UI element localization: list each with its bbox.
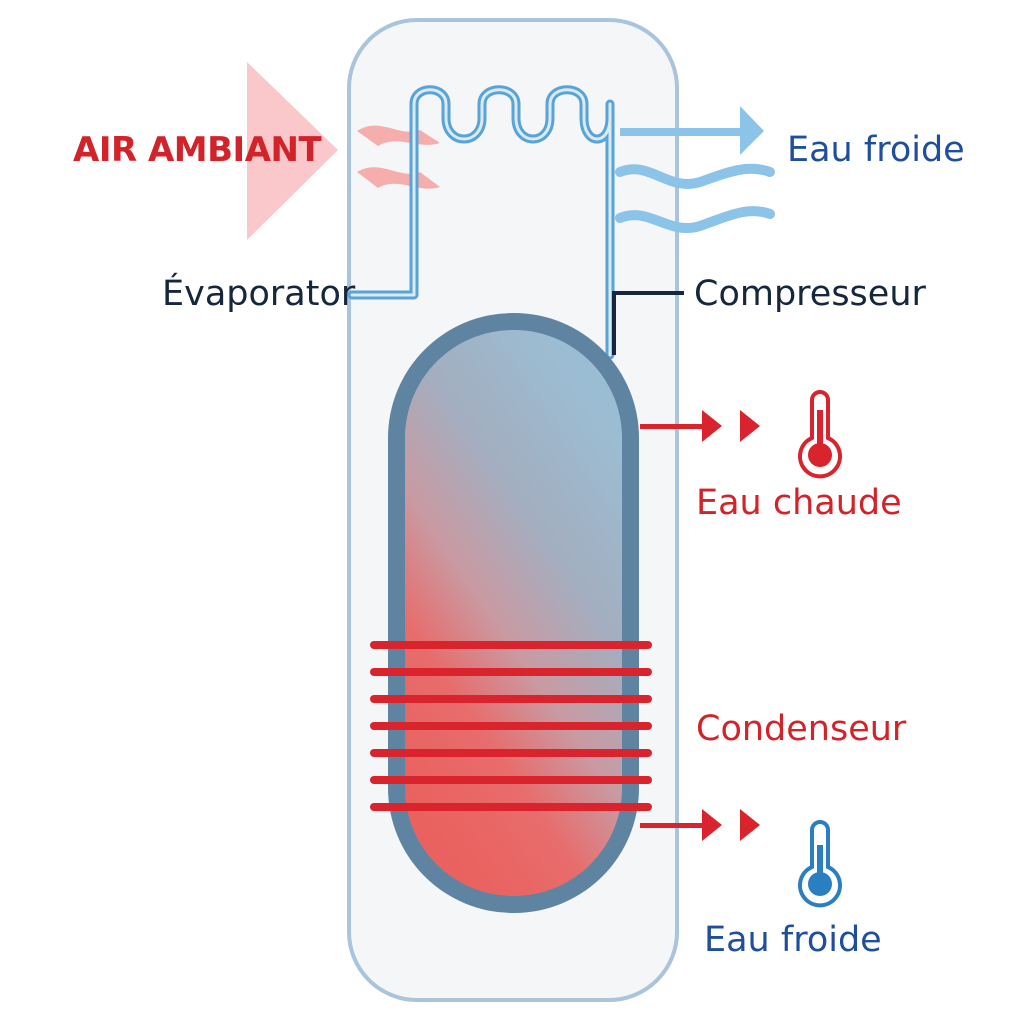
air-ambiant-label: AIR AMBIANT bbox=[73, 130, 322, 170]
hot-water-label: Eau chaude bbox=[696, 483, 902, 523]
compressor-label: Compresseur bbox=[694, 274, 926, 314]
condenser-coil bbox=[370, 641, 652, 811]
air-flow-arrow-icon bbox=[247, 62, 338, 240]
cold-water-inlet-label: Eau froide bbox=[704, 920, 882, 960]
compressor-leader-line bbox=[612, 291, 684, 355]
cold-water-wave-icon bbox=[615, 206, 775, 233]
hot-water-arrow-icon bbox=[640, 410, 760, 442]
air-wisp-icon bbox=[357, 125, 440, 146]
condenser-label: Condenseur bbox=[696, 709, 907, 749]
cold-water-outlet-label: Eau froide bbox=[787, 130, 965, 170]
cold-water-arrow-icon bbox=[620, 106, 764, 155]
cold-water-inlet-arrow-icon bbox=[640, 809, 760, 841]
thermometer-hot-icon bbox=[798, 390, 842, 479]
cold-water-wave-icon bbox=[615, 163, 775, 189]
thermometer-cold-icon bbox=[798, 820, 842, 908]
water-tank-contents bbox=[405, 330, 622, 896]
evaporator-label: Évaporator bbox=[162, 274, 356, 314]
air-wisp-icon bbox=[357, 167, 440, 189]
